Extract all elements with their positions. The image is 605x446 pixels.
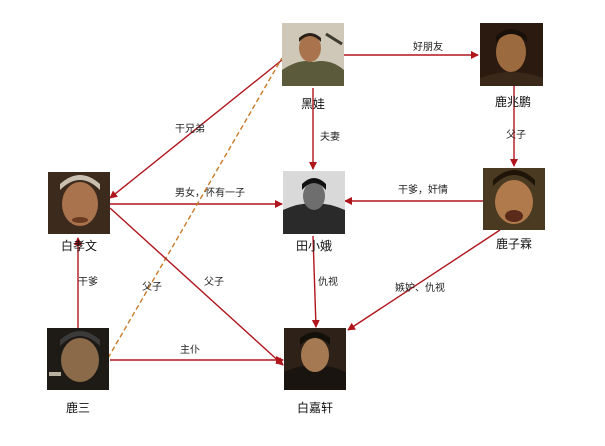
edge-label-luzilin-tianxiaoe: 干爹，奸情 xyxy=(398,183,448,196)
edge-luzilin-baijiaxuan xyxy=(347,229,501,331)
bai-jiaxuan-label: 白嘉轩 xyxy=(297,400,333,415)
node-bai-jiaxuan: 白嘉轩 xyxy=(284,328,346,415)
nodes: 黑娃 鹿兆鹏 白孝文 xyxy=(47,23,545,415)
edge-label-heiwa-tianxiaoe: 夫妻 xyxy=(320,130,340,143)
lu-zhaopeng-label: 鹿兆鹏 xyxy=(495,94,531,109)
heiwa-portrait xyxy=(282,23,344,86)
edge-label-baixiaowen-tianxiaoe: 男女，怀有一子 xyxy=(175,186,245,199)
lu-san-label: 鹿三 xyxy=(66,400,90,415)
edge-label-luzilin-baijiaxuan: 嫉妒、仇视 xyxy=(395,281,445,294)
lu-zhaopeng-portrait xyxy=(480,23,543,86)
edge-tianxiaoe-baijiaxuan xyxy=(311,235,320,328)
edge-lusan-heiwa xyxy=(107,57,283,359)
bai-jiaxuan-portrait xyxy=(284,328,346,390)
heiwa-label: 黑娃 xyxy=(301,97,325,111)
lu-san-portrait xyxy=(47,328,109,390)
node-heiwa: 黑娃 xyxy=(282,23,344,111)
edge-label-lusan-baijiaxuan: 主仆 xyxy=(180,344,200,356)
tian-xiao-e-label: 田小娥 xyxy=(296,239,332,253)
bai-xiaowen-label: 白孝文 xyxy=(61,238,97,253)
tian-xiao-e-portrait xyxy=(283,171,345,234)
node-tian-xiao-e: 田小娥 xyxy=(283,171,345,253)
edge-baixiaowen-baijiaxuan xyxy=(109,207,284,366)
node-bai-xiaowen: 白孝文 xyxy=(48,172,110,253)
lu-zilin-portrait xyxy=(483,168,545,230)
node-lu-san: 鹿三 xyxy=(47,328,109,415)
bai-xiaowen-portrait xyxy=(48,172,110,234)
node-lu-zhaopeng: 鹿兆鹏 xyxy=(480,23,543,109)
lu-zilin-label: 鹿子霖 xyxy=(496,236,532,251)
edge-label-luzhaopeng-luzilin: 父子 xyxy=(506,129,526,141)
edge-label-lusan-heiwa: 父子 xyxy=(142,281,162,293)
edge-label-lusan-baixiaowen: 干爹 xyxy=(78,275,98,288)
edge-label-heiwa-luzhaopeng: 好朋友 xyxy=(413,40,443,53)
edges: 好朋友 干兄弟 夫妻 父子 男女，怀有一子 干爹，奸情 父子 父子 仇视 嫉妒、… xyxy=(74,40,526,366)
edge-label-heiwa-baixiaowen: 干兄弟 xyxy=(175,123,205,135)
edge-heiwa-baixiaowen xyxy=(109,59,283,199)
edge-label-tianxiaoe-baijiaxuan: 仇视 xyxy=(318,275,338,288)
edge-label-baixiaowen-baijiaxuan: 父子 xyxy=(204,276,224,288)
node-lu-zilin: 鹿子霖 xyxy=(483,168,545,251)
